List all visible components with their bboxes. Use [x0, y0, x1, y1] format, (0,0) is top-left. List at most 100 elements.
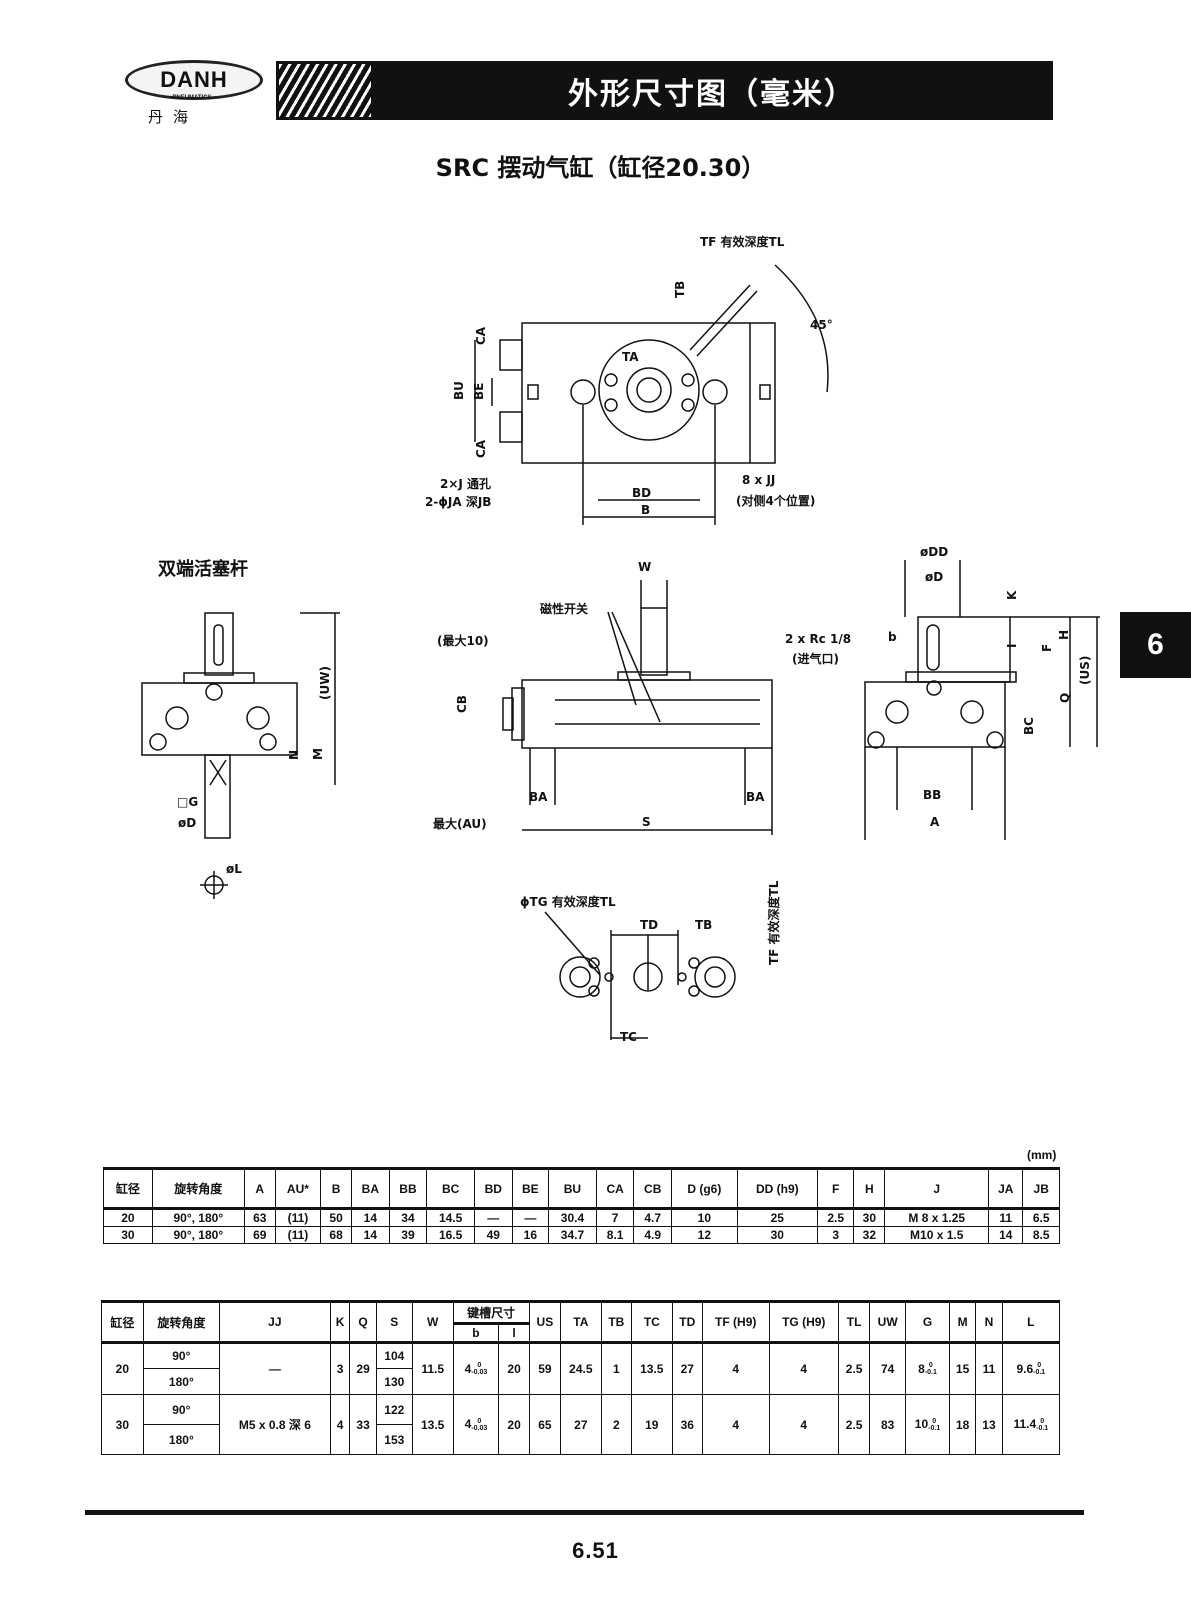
table2-cell: 18 [948, 1394, 977, 1455]
table1-cell: 8.5 [1022, 1226, 1060, 1244]
table1-cell: 8.1 [595, 1226, 635, 1244]
table1-header: BE [511, 1167, 550, 1210]
table2-cell: 1 [600, 1342, 632, 1395]
tolerance-lower: -0.03 [471, 1424, 488, 1432]
drawing-label: A [930, 815, 940, 829]
table2-cell: — [218, 1342, 331, 1395]
table2-header: K [329, 1300, 351, 1344]
table2-header: US [528, 1300, 561, 1344]
tolerance-upper: 0 [932, 1417, 937, 1425]
table1-cell: 14.5 [426, 1208, 475, 1227]
table1-cell: 63 [243, 1208, 276, 1227]
end-view-drawing [864, 560, 1100, 840]
tolerance: 0-0.1 [1033, 1362, 1045, 1376]
drawing-label: TB [695, 918, 713, 932]
drawing-label: B [641, 503, 651, 517]
table2-header: 缸径 [101, 1300, 144, 1344]
double-rod-view-drawing [141, 612, 340, 899]
table2-cell: 36 [671, 1394, 703, 1455]
drawing-label: W [638, 560, 652, 574]
table1-cell: 69 [243, 1226, 276, 1244]
drawing-label: 磁性开关 [540, 602, 589, 616]
table2-header: L [1001, 1300, 1061, 1344]
tolerance-lower: -0.1 [924, 1369, 937, 1377]
table2-cell: 3 [329, 1342, 351, 1395]
tolerance: 0-0.1 [1036, 1418, 1048, 1432]
drawing-label: (最大10) [437, 634, 489, 648]
tolerance-lower: -0.1 [928, 1424, 941, 1432]
drawing-label: (UW) [318, 666, 332, 700]
drawing-label: M [311, 748, 325, 760]
drawing-label: (US) [1078, 655, 1092, 685]
table1-cell: (11) [274, 1208, 322, 1227]
table1-cell: 16.5 [426, 1226, 475, 1244]
table1-header: AU* [274, 1167, 322, 1210]
table1-cell: 50 [320, 1208, 353, 1227]
drawing-label: I [1005, 643, 1019, 648]
table1-cell: 11 [988, 1208, 1024, 1227]
drawing-label: øDD [920, 545, 949, 559]
table1-cell: 4.7 [633, 1208, 673, 1227]
table2-cell: 20 [498, 1394, 530, 1455]
table2-cell: 4 [701, 1342, 770, 1395]
table1-cell: 2.5 [816, 1208, 855, 1227]
drawing-label: BC [1022, 717, 1036, 735]
stroke-cell: 122 [375, 1394, 413, 1425]
drawing-label: 最大(AU) [433, 817, 487, 831]
table1-cell: 32 [853, 1226, 886, 1244]
drawing-label: TC [620, 1030, 637, 1044]
table1-cell: — [511, 1208, 550, 1227]
drawing-label: TB [673, 280, 687, 298]
drawing-label: øL [226, 862, 242, 876]
unit-label: (mm) [1027, 1148, 1057, 1162]
table2-header: TC [630, 1300, 673, 1344]
tolerance-value: 4 [464, 1417, 472, 1432]
table2-cell: 2.5 [838, 1394, 871, 1455]
logo-subtext: PNEUMATICS [172, 95, 212, 101]
page-number: 6.51 [572, 1538, 619, 1563]
table2-cell: 4 [329, 1394, 351, 1455]
table1-header: 旋转角度 [151, 1167, 245, 1210]
tolerance-value: 11.4 [1013, 1417, 1037, 1432]
table1-header: H [853, 1167, 886, 1210]
tolerance-value: 10 [914, 1417, 929, 1432]
drawing-label: S [642, 815, 651, 829]
table2-cell: 13.5 [411, 1394, 454, 1455]
drawing-label: Q [1058, 692, 1072, 703]
tolerance-lower: -0.1 [1036, 1424, 1049, 1432]
table1-cell: 12 [671, 1226, 738, 1244]
table1-cell: — [474, 1208, 513, 1227]
table2-header: TB [600, 1300, 632, 1344]
table2-header: N [975, 1300, 1003, 1344]
table2-header: W [411, 1300, 454, 1344]
table2-header: TF (H9) [701, 1300, 770, 1344]
drawing-label: □G [177, 795, 199, 809]
table2-cell: 11 [975, 1342, 1003, 1395]
table2-header: TG (H9) [768, 1300, 840, 1344]
tolerance-value: 9.6 [1016, 1361, 1034, 1376]
table1-header: 缸径 [103, 1167, 153, 1210]
tolerance-upper: 0 [928, 1362, 933, 1370]
table2-header: 键槽尺寸 [452, 1300, 530, 1324]
drawing-label: K [1005, 590, 1019, 600]
table2-cell: 4 [701, 1394, 770, 1455]
drawing-label: (进气口) [792, 652, 839, 666]
brand-logo: DANH [125, 60, 263, 100]
drawing-label: øD [178, 816, 197, 830]
drawing-label: BA [529, 790, 548, 804]
drawing-label: (对侧4个位置) [736, 494, 816, 508]
table2-cell: 27 [671, 1342, 703, 1395]
tolerance: 0-0.1 [925, 1362, 937, 1376]
bore-cell: 30 [101, 1394, 144, 1455]
footer-rule [85, 1510, 1084, 1515]
table2-cell: 83 [869, 1394, 907, 1455]
drawing-label: BU [452, 381, 466, 400]
